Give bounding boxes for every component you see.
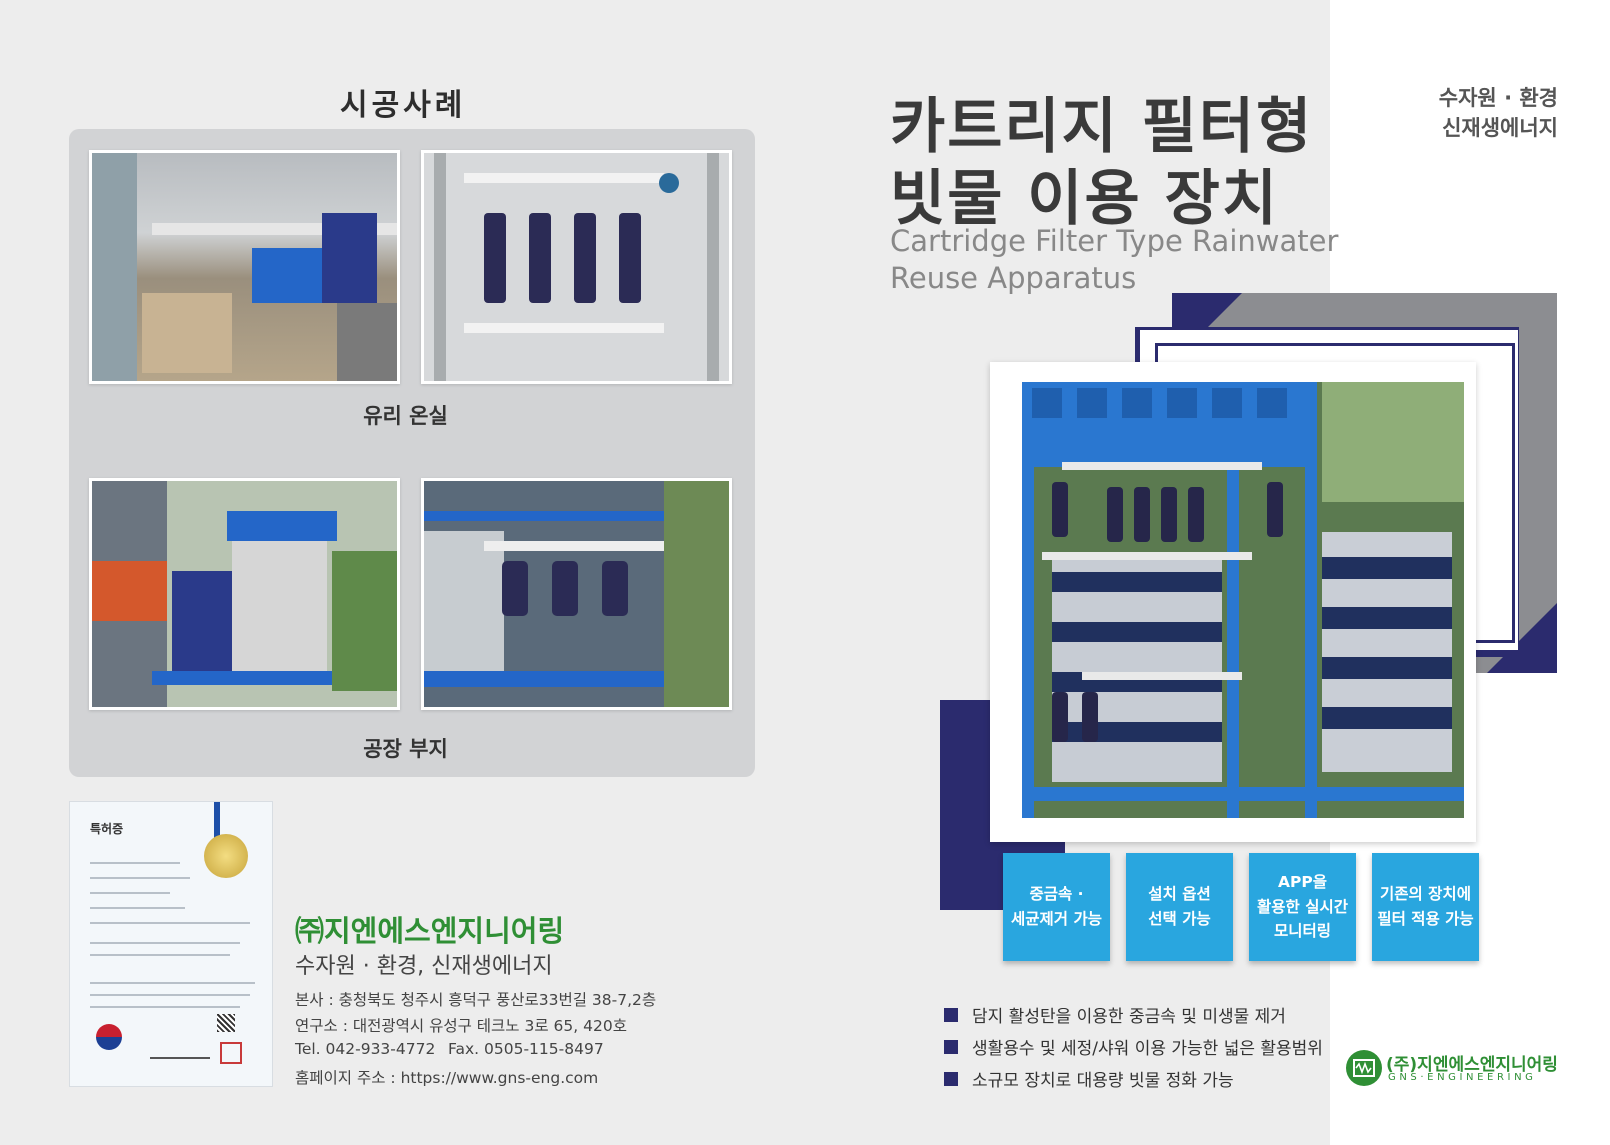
feature-text: APP을 bbox=[1278, 872, 1327, 891]
bullet-item: 소규모 장치로 대용량 빗물 정화 가능 bbox=[944, 1066, 1234, 1091]
medal-ribbon bbox=[214, 802, 220, 842]
product-title-line2: 빗물 이용 장치 bbox=[890, 164, 1279, 234]
company-logo-icon bbox=[1346, 1050, 1382, 1086]
feature-heavy-metal-removal: 중금속 · 세균제거 가능 bbox=[1003, 853, 1110, 961]
feature-text: 설치 옵션 bbox=[1148, 885, 1211, 904]
bullet-square-icon bbox=[944, 1039, 958, 1054]
caption-greenhouse: 유리 온실 bbox=[363, 404, 448, 428]
photo-factory-closeup bbox=[421, 478, 732, 710]
homepage-url[interactable]: 홈페이지 주소 : https://www.gns-eng.com bbox=[295, 1069, 599, 1087]
section-title: 시공사례 bbox=[340, 88, 467, 123]
greenhouse-site-illustration bbox=[92, 153, 397, 381]
certificate-text-line bbox=[90, 907, 185, 909]
company-tagline: 수자원 · 환경, 신재생에너지 bbox=[295, 954, 553, 979]
feature-text: 기존의 장치에 bbox=[1380, 885, 1471, 904]
rainwater-apparatus-illustration bbox=[1022, 382, 1464, 818]
product-subtitle-line2: Reuse Apparatus bbox=[890, 261, 1137, 295]
certificate-title: 특허증 bbox=[90, 822, 124, 836]
gold-seal-icon bbox=[204, 834, 248, 878]
certificate-text-line bbox=[90, 922, 250, 924]
logo-english-name: GNS·ENGINEERING bbox=[1388, 1072, 1537, 1083]
feature-text: 중금속 · bbox=[1029, 885, 1084, 904]
certificate-text-line bbox=[90, 982, 255, 984]
feature-text: 세균제거 가능 bbox=[1011, 910, 1102, 928]
hq-address: 본사 : 충청북도 청주시 흥덕구 풍산로33번길 38-7,2층 bbox=[295, 991, 657, 1009]
product-subtitle-line1: Cartridge Filter Type Rainwater bbox=[890, 224, 1339, 258]
product-title-line1: 카트리지 필터형 bbox=[890, 92, 1314, 162]
logo-company-name: (주)지엔에스엔지니어링 bbox=[1386, 1055, 1558, 1075]
filter-cabinet-illustration bbox=[424, 153, 729, 381]
qr-code-icon bbox=[217, 1014, 235, 1032]
red-stamp-icon bbox=[220, 1042, 242, 1064]
certificate-text-line bbox=[90, 994, 250, 996]
fax-number: Fax. 0505-115-8497 bbox=[448, 1040, 604, 1058]
factory-site-illustration bbox=[92, 481, 397, 707]
bullet-item: 생활용수 및 세정/샤워 이용 가능한 넓은 활용범위 bbox=[944, 1034, 1323, 1059]
feature-text: 모니터링 bbox=[1273, 922, 1332, 941]
kipo-emblem-icon bbox=[96, 1024, 122, 1050]
photo-greenhouse-site bbox=[89, 150, 400, 384]
feature-text: 활용한 실시간 bbox=[1257, 897, 1348, 916]
tag-water-environment: 수자원 · 환경 bbox=[1438, 86, 1558, 110]
certificate-text-line bbox=[90, 954, 230, 956]
phone-number: Tel. 042-933-4772 bbox=[295, 1040, 436, 1058]
bullet-text: 생활용수 및 세정/샤워 이용 가능한 넓은 활용범위 bbox=[972, 1039, 1323, 1059]
bullet-square-icon bbox=[944, 1071, 958, 1086]
certificate-text-line bbox=[90, 862, 180, 864]
factory-closeup-illustration bbox=[424, 481, 729, 707]
feature-text: 선택 가능 bbox=[1148, 910, 1211, 928]
bullet-text: 소규모 장치로 대용량 빗물 정화 가능 bbox=[972, 1071, 1234, 1091]
certificate-text-line bbox=[90, 1006, 240, 1008]
photo-factory-site bbox=[89, 478, 400, 710]
main-product-photo bbox=[1022, 382, 1464, 818]
lab-address: 연구소 : 대전광역시 유성구 테크노 3로 65, 420호 bbox=[295, 1017, 627, 1035]
certificate-text-line bbox=[90, 942, 240, 944]
patent-certificate: 특허증 bbox=[69, 801, 273, 1087]
company-name: ㈜지엔에스엔지니어링 bbox=[295, 914, 565, 948]
signature-line bbox=[150, 1057, 210, 1059]
photo-filter-cabinet bbox=[421, 150, 732, 384]
tag-renewable-energy: 신재생에너지 bbox=[1442, 116, 1558, 140]
certificate-text-line bbox=[90, 892, 170, 894]
bullet-item: 담지 활성탄을 이용한 중금속 및 미생물 제거 bbox=[944, 1002, 1286, 1027]
caption-factory: 공장 부지 bbox=[363, 737, 448, 761]
logo-wave-icon bbox=[1353, 1059, 1375, 1077]
certificate-text-line bbox=[90, 877, 190, 879]
bullet-text: 담지 활성탄을 이용한 중금속 및 미생물 제거 bbox=[972, 1007, 1286, 1027]
feature-text: 필터 적용 가능 bbox=[1377, 910, 1474, 928]
bullet-square-icon bbox=[944, 1007, 958, 1022]
